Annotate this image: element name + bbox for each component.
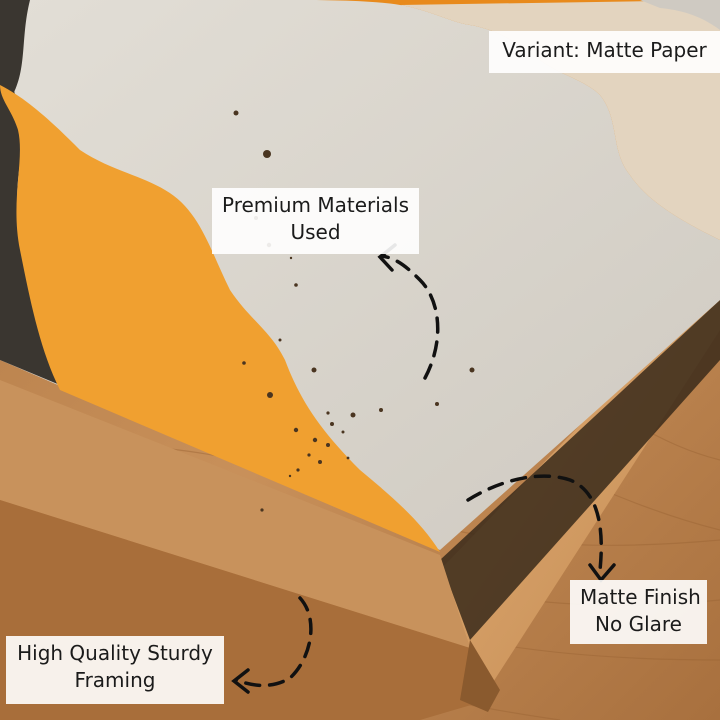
framing-label: High Quality Sturdy Framing xyxy=(6,636,224,704)
matte-finish-label: Matte Finish No Glare xyxy=(570,580,707,644)
premium-line-1: Premium Materials xyxy=(222,193,410,217)
matte-line-2: No Glare xyxy=(595,612,682,636)
arrow-matte xyxy=(466,474,603,572)
framing-line-1: High Quality Sturdy xyxy=(17,641,213,665)
premium-line-2: Used xyxy=(290,220,341,244)
arrow-framing-head xyxy=(231,668,250,694)
charcoal-band xyxy=(0,0,30,110)
variant-label: Variant: Matte Paper xyxy=(489,31,720,73)
variant-text: Variant: Matte Paper xyxy=(502,38,707,62)
pale-hill-dark xyxy=(640,0,720,30)
arrow-framing xyxy=(234,596,313,688)
premium-materials-label: Premium Materials Used xyxy=(212,188,419,254)
matte-line-1: Matte Finish xyxy=(580,585,701,609)
framing-line-2: Framing xyxy=(74,668,156,692)
orange-mountain-left xyxy=(0,85,440,552)
frame-front-top xyxy=(0,380,470,648)
arrow-premium xyxy=(380,254,440,380)
dashed-arrows xyxy=(231,243,616,694)
frame-inner-shadow xyxy=(440,300,720,640)
frame-corner xyxy=(460,640,500,712)
